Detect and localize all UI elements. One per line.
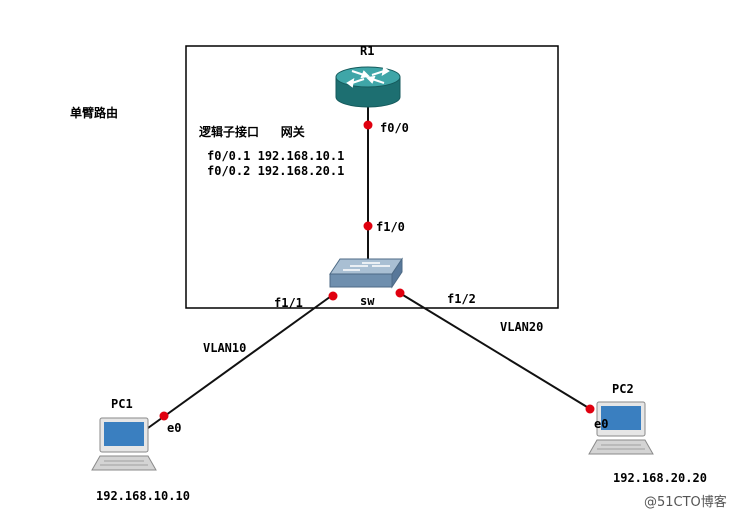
switch-name: sw <box>360 294 375 308</box>
subinterface-header: 逻辑子接口 网关 <box>199 125 305 139</box>
subinterface-row: f0/0.1 192.168.10.1 <box>207 149 344 163</box>
subinterface-row: f0/0.2 192.168.20.1 <box>207 164 344 178</box>
port-dot-pc1-e0 <box>159 411 169 421</box>
switch-left-port-label: f1/1 <box>274 296 303 310</box>
port-dot-f1-0 <box>363 221 373 231</box>
switch-uplink-port-label: f1/0 <box>376 220 405 234</box>
port-dot-f1-1 <box>328 291 338 301</box>
pc1-name: PC1 <box>111 397 133 411</box>
pc2-ip: 192.168.20.20 <box>613 471 707 485</box>
subinterface-iface: f0/0.1 <box>207 149 251 163</box>
link-switch-pc1 <box>147 293 335 429</box>
router-icon <box>335 66 401 108</box>
switch-right-port-label: f1/2 <box>447 292 476 306</box>
diagram-title: 单臂路由 <box>70 106 119 120</box>
port-dot-pc2-e0 <box>585 404 595 414</box>
router-name: R1 <box>360 44 375 58</box>
subinterface-header-left: 逻辑子接口 <box>199 125 260 139</box>
link-switch-pc2 <box>397 291 593 411</box>
pc1-ip: 192.168.10.10 <box>96 489 190 503</box>
vlan-left-label: VLAN10 <box>203 341 247 355</box>
switch-icon <box>329 257 403 289</box>
pc1-icon <box>91 417 157 471</box>
pc2-name: PC2 <box>612 382 634 396</box>
port-dot-f1-2 <box>395 288 405 298</box>
pc2-port-label: e0 <box>594 417 609 431</box>
router-port-label: f0/0 <box>380 121 409 135</box>
core-boundary-box <box>185 45 559 309</box>
subinterface-header-right: 网关 <box>280 125 305 139</box>
subinterface-gateway-ip: 192.168.10.1 <box>257 149 345 163</box>
subinterface-iface: f0/0.2 <box>207 164 251 178</box>
subinterface-gateway-ip: 192.168.20.1 <box>257 164 345 178</box>
vlan-right-label: VLAN20 <box>500 320 544 334</box>
port-dot-f0-0 <box>363 120 373 130</box>
watermark: @51CTO博客 <box>644 495 727 510</box>
pc1-port-label: e0 <box>167 421 182 435</box>
pc2-icon <box>588 401 654 455</box>
